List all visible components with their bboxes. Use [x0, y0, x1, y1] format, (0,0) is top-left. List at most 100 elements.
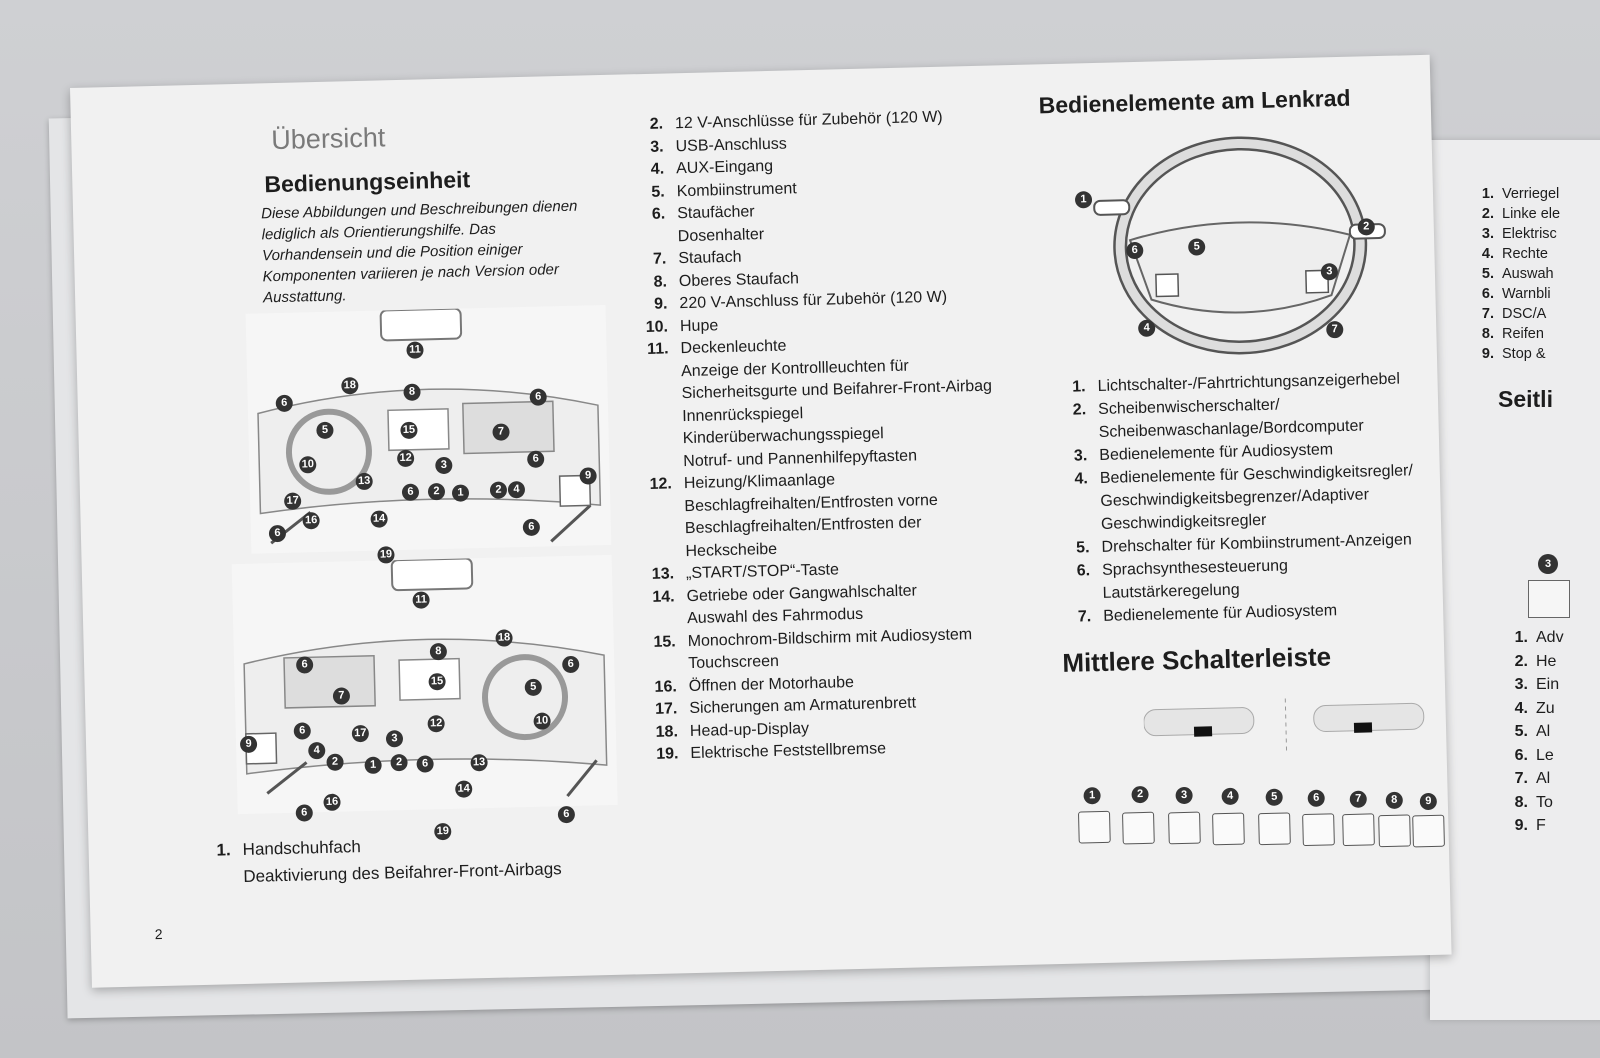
right-page-bottom-item-text: Ein: [1536, 676, 1560, 693]
lenkrad-list-item-number: 2.: [1072, 401, 1087, 419]
heading-bedienungseinheit: Bedienungseinheit: [264, 166, 471, 198]
center-switch-button: [1302, 812, 1335, 846]
lenkrad-list-item-number: 3.: [1073, 447, 1088, 465]
middle-list-item-text: Getriebe oder Gangwahlschalter: [686, 581, 918, 605]
center-switch-button: [1168, 811, 1201, 845]
middle-list-item-text: Heizung/Klimaanlage: [683, 471, 836, 493]
middle-list-item-text: Hupe: [679, 316, 719, 335]
right-page-top-item-number: 6.: [1481, 286, 1494, 302]
right-page-top-item-text: Elektrisc: [1502, 226, 1557, 242]
right-page-top-item: 5.Auswah: [1470, 264, 1560, 284]
right-page-top-item: 9.Stop &: [1470, 344, 1560, 364]
lenkrad-list-item: 4.Bedienelemente für Geschwindigkeitsreg…: [1060, 459, 1415, 537]
right-page-bottom-item-number: 9.: [1514, 817, 1528, 834]
manual-page: Übersicht Bedienungseinheit Diese Abbild…: [70, 54, 1452, 988]
middle-list-item-number: 7.: [652, 250, 667, 268]
right-page-badge: 3: [1538, 554, 1558, 574]
heading-lenkrad: Bedienelemente am Lenkrad: [1038, 84, 1351, 119]
lenkrad-list-item-text: Bedienelemente für Audiosystem: [1103, 602, 1338, 625]
right-page-bottom-item-text: F: [1536, 817, 1546, 834]
right-page-top-item: 1.Verriegel: [1470, 184, 1560, 204]
right-page-bottom-item-text: Adv: [1536, 629, 1564, 646]
right-page-bottom-item-text: Al: [1536, 723, 1551, 740]
middle-list-item-text: Staufächer: [677, 203, 755, 223]
right-page-top-item: 7.DSC/A: [1470, 304, 1560, 324]
right-page-bottom-item-number: 8.: [1514, 793, 1528, 811]
middle-list-item-text: Öffnen der Motorhaube: [688, 673, 855, 695]
middle-list-item-text: Monochrom-Bildschirm mit Audiosystem: [687, 625, 973, 650]
page-number: 2: [154, 925, 163, 943]
steering-wheel-diagram: [1093, 136, 1386, 355]
middle-list-item-text: Kombiinstrument: [676, 179, 797, 200]
center-switch-button: [1122, 811, 1155, 845]
dashboard-diagram-top: [245, 304, 612, 554]
left-list-item-number: 1.: [216, 840, 231, 860]
lenkrad-list-item-text: Bedienelemente für Audiosystem: [1099, 441, 1334, 464]
switch-badge: 9: [1419, 792, 1438, 811]
middle-list-item-number: 5.: [651, 183, 665, 201]
right-page-top-item-number: 3.: [1481, 226, 1494, 242]
right-page-top-item: 3. Elektrisc: [1470, 224, 1560, 244]
switch-badge: 4: [1221, 787, 1239, 806]
middle-list-item-text: AUX-Eingang: [675, 157, 774, 178]
left-list-item-text: Handschuhfach: [242, 837, 361, 860]
right-page-bottom-item-text: To: [1536, 793, 1553, 811]
right-page-top-item-text: DSC/A: [1502, 306, 1547, 322]
center-switch-button: [1077, 810, 1111, 844]
middle-list-item-text: Sicherungen am Armaturenbrett: [689, 694, 917, 718]
middle-list-item-number: 2.: [649, 115, 664, 133]
lenkrad-list-item-number: 5.: [1075, 539, 1090, 557]
middle-list-item-number: 3.: [650, 138, 664, 156]
lenkrad-list-item-number: 4.: [1074, 470, 1089, 488]
middle-list-item-number: 10.: [645, 317, 669, 336]
middle-list-item-text: 220 V-Anschluss für Zubehör (120 W): [679, 288, 948, 313]
dashboard-bottom-badge: 6: [557, 805, 576, 824]
switch-panel-diagram: [1143, 698, 1425, 755]
right-page-bottom-item-number: 4.: [1514, 699, 1528, 717]
right-page-heading: Seitli: [1498, 386, 1553, 412]
right-page-top-item-number: 4.: [1481, 246, 1494, 262]
middle-list-item-number: 18.: [655, 722, 679, 741]
right-page-top-item-text: Auswah: [1502, 266, 1554, 282]
middle-list-item-number: 8.: [653, 272, 668, 291]
right-page-top-item-number: 8.: [1481, 326, 1494, 342]
middle-list-item-number: 19.: [655, 745, 679, 763]
right-page-bottom-item: 1. Adv: [1504, 626, 1564, 650]
middle-list-item-text: „START/STOP“-Taste: [685, 561, 840, 583]
right-page-top-item: 6.Warnbli: [1470, 284, 1560, 304]
middle-list-item-number: 15.: [653, 632, 676, 651]
intro-text: Diese Abbildungen und Beschreibungen die…: [260, 197, 578, 307]
right-page-bottom-item: 4. Zu: [1504, 697, 1564, 721]
center-switch-button: [1412, 814, 1445, 848]
left-list-item-text: Deaktivierung des Beifahrer-Front-Airbag…: [243, 859, 562, 886]
middle-list-item-text: USB-Anschluss: [675, 135, 787, 155]
middle-list-item-text: Deckenleuchte: [680, 337, 787, 358]
center-switch-button: [1212, 812, 1245, 845]
lenkrad-list: 1.Lichtschalter-/Fahrtrichtungsanzeigerh…: [1057, 367, 1416, 629]
right-page-top-item-number: 1.: [1481, 186, 1494, 202]
middle-list-item-text: Head-up-Display: [689, 719, 810, 740]
switch-badge: 2: [1131, 785, 1149, 804]
right-page-bottom-item-number: 1.: [1514, 629, 1528, 646]
right-page-bottom-item: 7.Al: [1504, 767, 1564, 791]
middle-list-item-number: 11.: [646, 340, 669, 358]
middle-list-item-text: Oberes Staufach: [678, 269, 800, 290]
right-page-bottom-item: 3.Ein: [1504, 673, 1564, 697]
center-switch-button: [1258, 812, 1291, 846]
bedienungseinheit-list: 2. 12 V-Anschlüsse für Zubehör (120 W) 3. U…: [635, 106, 1001, 767]
right-page-bottom-item-text: Zu: [1536, 699, 1555, 717]
right-page-top-item: 2.Linke ele: [1470, 204, 1560, 224]
middle-list-item-number: 6.: [651, 205, 666, 223]
middle-list-item-text: 12 V-Anschlüsse für Zubehör (120 W): [674, 108, 943, 133]
switch-badge: 6: [1307, 789, 1325, 807]
section-title: Übersicht: [270, 122, 386, 156]
center-switch-button: [1378, 813, 1411, 847]
right-page-bottom-item-number: 6.: [1514, 746, 1528, 764]
